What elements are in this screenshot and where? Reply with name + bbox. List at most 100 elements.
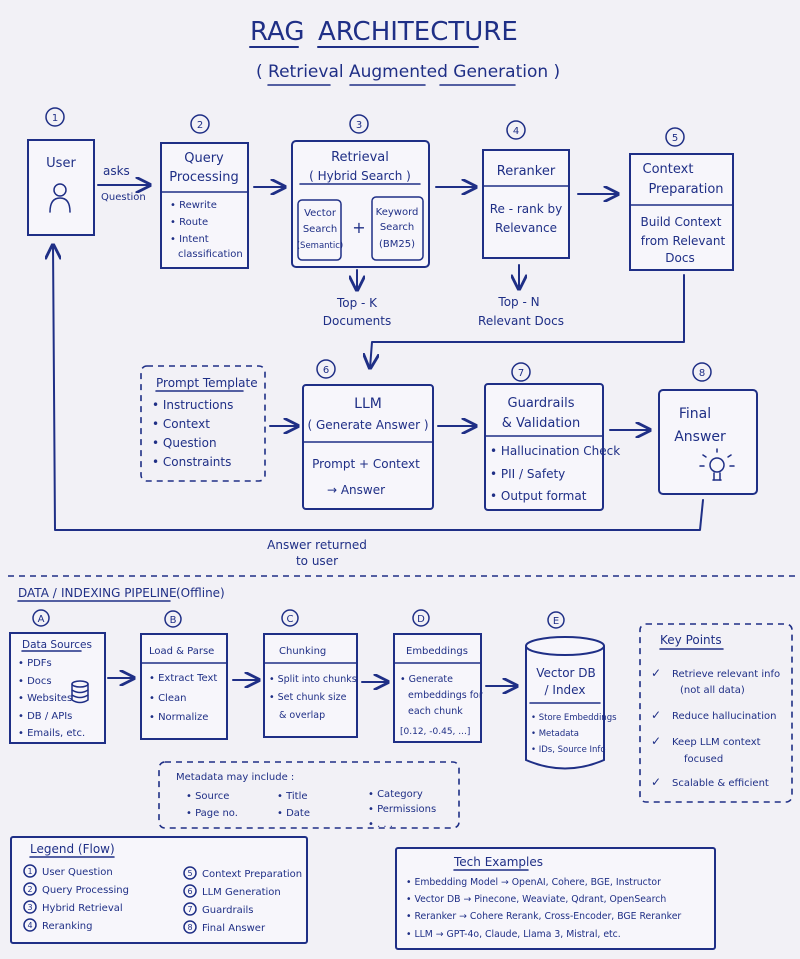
- title-rag: RAG: [250, 17, 305, 47]
- tech-item: • Reranker → Cohere Rerank, Cross-Encode…: [406, 911, 681, 922]
- step-number: 6: [323, 365, 329, 376]
- answer-returned-line: to user: [296, 554, 338, 568]
- answer-returned-line: Answer returned: [267, 538, 367, 552]
- checkmark-icon: ✓: [651, 666, 661, 680]
- embeddings-box: [393, 633, 482, 743]
- list-item: • Extract Text: [149, 673, 217, 684]
- list-item: • IDs, Source Info: [531, 745, 606, 755]
- metadata-item: • Source: [186, 791, 229, 802]
- keyword-search-box: [371, 196, 424, 261]
- stage-letter: A: [38, 614, 45, 625]
- legend-number: 7: [187, 905, 192, 914]
- checkmark-icon: ✓: [651, 734, 661, 748]
- checkmark-icon: ✓: [651, 708, 661, 722]
- metadata-box: Metadata may include : • Source • Page n…: [158, 761, 460, 830]
- list-item: • Websites: [18, 693, 72, 704]
- title-architecture: ARCHITECTURE: [318, 17, 518, 47]
- user-icon: [49, 183, 71, 213]
- reranker-title: Reranker: [497, 164, 556, 179]
- pipeline-stage-c-chunking: C Chunking • Split into chunks • Set chu…: [263, 609, 358, 738]
- context-prep-box: [629, 153, 734, 271]
- step-number-circle: [506, 120, 526, 140]
- vector-db-title: Vector DB: [536, 666, 596, 680]
- topk-line: Top - K: [336, 296, 378, 310]
- arrow-answer-to-user: [53, 245, 704, 531]
- list-item: • PDFs: [18, 658, 52, 669]
- step-number-circle: [349, 114, 369, 134]
- list-item: • Hallucination Check: [490, 444, 620, 458]
- stage-letter: C: [287, 614, 294, 625]
- metadata-item: • Category: [368, 789, 423, 800]
- embedding-vector-example: [0.12, -0.45, ...]: [400, 727, 470, 737]
- list-item: • Metadata: [531, 729, 579, 739]
- retrieval-title-b: ( Hybrid Search ): [309, 169, 411, 183]
- lightbulb-icon: [699, 448, 735, 481]
- legend-label: Hybrid Retrieval: [42, 903, 123, 914]
- legend-number: 5: [187, 869, 192, 878]
- topn-line: Relevant Docs: [478, 314, 564, 328]
- legend-number: 2: [27, 885, 32, 894]
- guardrails-title-b: & Validation: [502, 416, 580, 431]
- vector-line: (Semantic): [297, 241, 344, 251]
- step-number: 5: [672, 133, 678, 144]
- checkmark-icon: ✓: [651, 775, 661, 789]
- data-sources-title: Data Sources: [22, 639, 92, 651]
- topn-line: Top - N: [497, 295, 539, 309]
- step-number-circle: [190, 114, 210, 134]
- query-title-b: Processing: [169, 170, 238, 185]
- metadata-item: • Title: [277, 791, 308, 802]
- list-item: • Instructions: [152, 398, 233, 412]
- step-7-guardrails: 7 Guardrails & Validation • Hallucinatio…: [484, 362, 620, 511]
- legend-number: 3: [27, 903, 32, 912]
- list-item: embeddings for: [408, 690, 483, 701]
- reranker-body: Relevance: [495, 221, 557, 235]
- stage-letter: B: [170, 615, 177, 626]
- pipeline-stage-a-data-sources: A Data Sources • PDFs • Docs • Websites …: [9, 609, 106, 744]
- legend-label: Final Answer: [202, 923, 266, 934]
- embeddings-title: Embeddings: [406, 646, 468, 657]
- database-icon: [71, 680, 89, 704]
- metadata-item: • Page no.: [186, 808, 238, 819]
- list-item: • Route: [170, 217, 208, 228]
- legend-number: 1: [27, 867, 32, 876]
- header: RAG ARCHITECTURE ( Retrieval Augmented G…: [249, 17, 560, 86]
- subtitle: ( Retrieval Augmented Generation ): [256, 62, 560, 82]
- list-item: • Docs: [18, 676, 52, 687]
- step-5-context-preparation: 5 Context Preparation Build Context from…: [629, 127, 734, 271]
- step-number-circle: [665, 127, 685, 147]
- list-item: • Constraints: [152, 455, 231, 469]
- tech-examples: Tech Examples • Embedding Model → OpenAI…: [395, 847, 716, 950]
- chunking-box: [263, 633, 358, 738]
- final-answer-box: [658, 389, 758, 495]
- list-item: • DB / APIs: [18, 711, 72, 722]
- plus-sign: +: [352, 218, 365, 237]
- step-number-circle: [692, 362, 712, 382]
- user-label: User: [46, 156, 76, 171]
- llm-title-b: ( Generate Answer ): [307, 418, 428, 432]
- step-number: 2: [197, 120, 203, 131]
- context-body: Build Context: [641, 215, 722, 229]
- list-item: • Normalize: [149, 712, 208, 723]
- list-item: • Clean: [149, 693, 186, 704]
- vector-line: Search: [303, 224, 337, 235]
- tech-examples-title: Tech Examples: [453, 855, 543, 869]
- prompt-template: Prompt Template • Instructions • Context…: [140, 365, 266, 482]
- final-title-a: Final: [679, 406, 711, 422]
- pipeline-heading: DATA / INDEXING PIPELINE (Offline): [17, 586, 225, 602]
- tech-examples-box: [395, 847, 716, 950]
- reranker-box: [482, 149, 570, 259]
- pipeline-stage-d-embeddings: D Embeddings • Generate embeddings for e…: [393, 609, 483, 743]
- list-item: • Set chunk size: [269, 692, 347, 703]
- list-item: • Generate: [400, 674, 453, 685]
- stage-letter-circle: [547, 611, 565, 629]
- metadata-item: • . . .: [368, 819, 393, 830]
- prompt-template-title: Prompt Template: [156, 376, 258, 390]
- load-parse-box: [140, 633, 228, 740]
- list-item: & overlap: [279, 710, 325, 721]
- context-body: Docs: [665, 251, 694, 265]
- guardrails-box: [484, 383, 604, 511]
- legend-col-2: 5 Context Preparation 6 LLM Generation 7…: [183, 866, 302, 934]
- stage-letter: D: [417, 614, 425, 625]
- step-6-llm: 6 LLM ( Generate Answer ) Prompt + Conte…: [302, 359, 434, 510]
- query-title-a: Query: [184, 151, 224, 166]
